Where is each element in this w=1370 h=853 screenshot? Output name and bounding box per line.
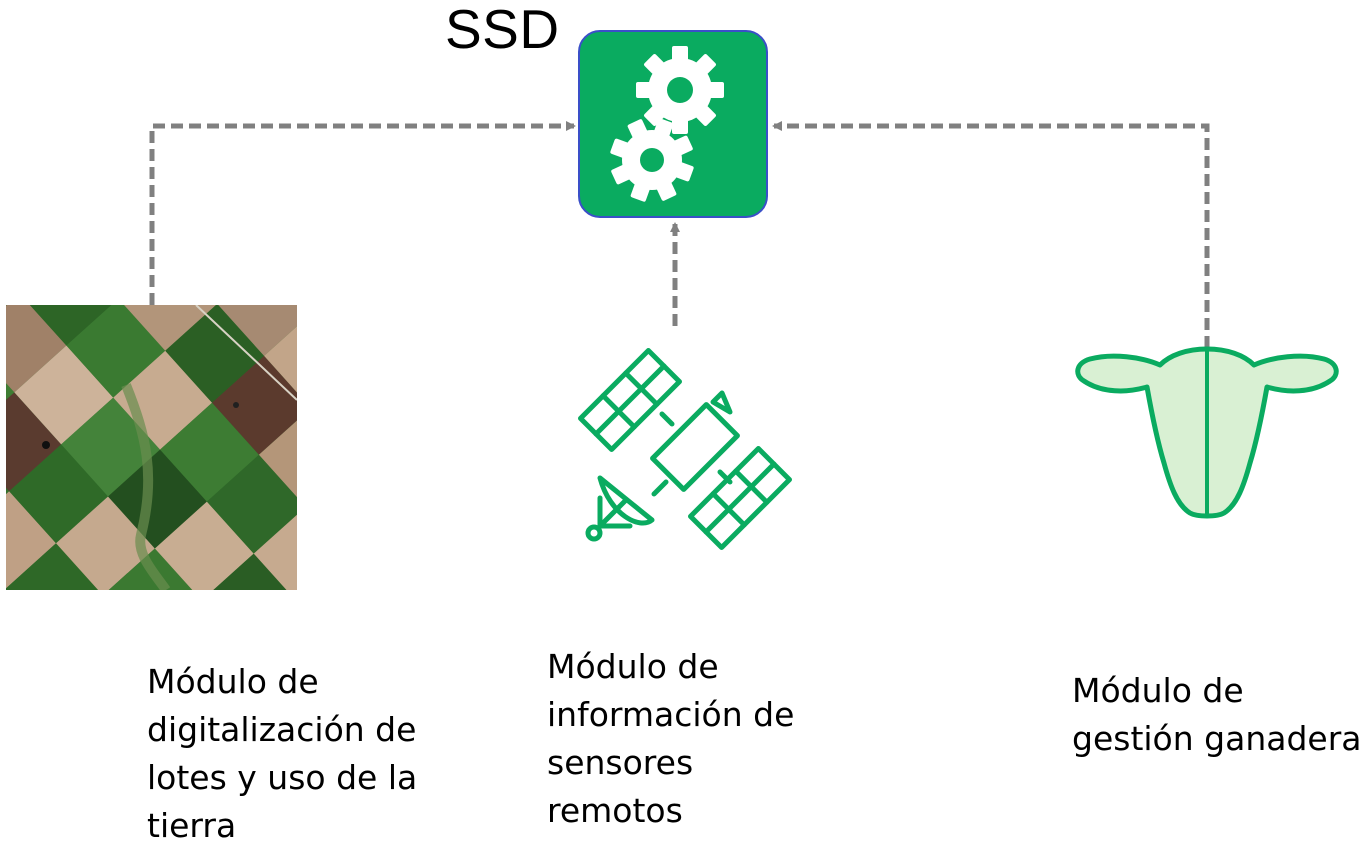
- ssd-title: SSD: [445, 0, 560, 60]
- connector-left: [149, 121, 576, 305]
- module-label-remote-sensors: Módulo de información de sensores remoto…: [547, 647, 795, 830]
- ssd-hub: [578, 30, 768, 218]
- satellite-icon: [570, 340, 795, 550]
- satellite-field-image: [6, 305, 297, 590]
- module-label-land-use: Módulo de digitalización de lotes y uso …: [147, 662, 418, 845]
- connector-right: [772, 121, 1210, 348]
- module-label-livestock: Módulo de gestión ganadera: [1072, 671, 1362, 758]
- gears-icon: [610, 46, 724, 202]
- cow-icon: [1072, 345, 1340, 520]
